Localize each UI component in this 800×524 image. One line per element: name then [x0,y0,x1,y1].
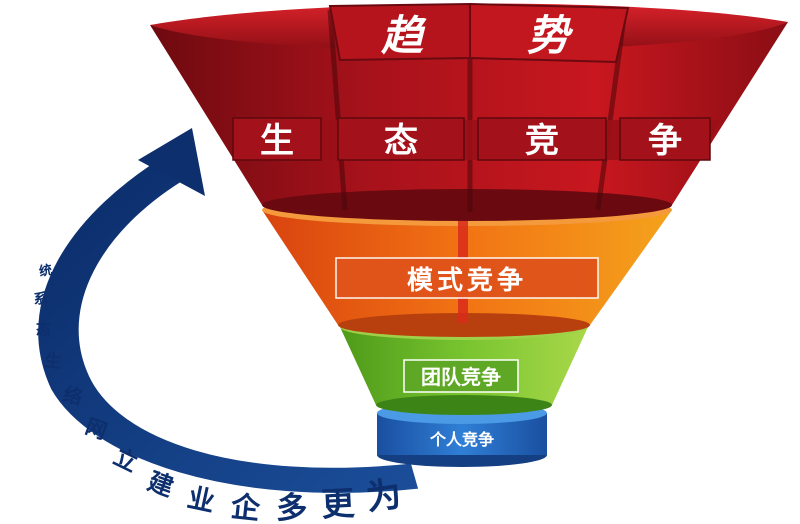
arrow-char-11: 多 [276,490,308,524]
arrow-head [138,128,205,196]
arrow-text: 统 系 态 生 络 网 立 建 业 企 多 更 为 [33,262,404,524]
arrow-char-3: 态 [36,320,51,338]
personal-label: 个人竞争 [429,430,494,449]
model-label-box [335,257,599,299]
arrow-char-9: 业 [185,483,218,519]
trend-char-2: 势 [527,11,574,60]
eco-char-2: 态 [384,121,418,161]
model-label: 模式竞争 [407,265,527,296]
arrow-char-4: 生 [43,350,62,373]
arrow-char-13: 为 [364,474,404,518]
arrow-band [35,147,422,496]
team-label: 团队竞争 [421,365,501,389]
arrow-char-1: 统 [38,262,54,280]
team-label-box [403,359,519,393]
arrow-char-10: 企 [229,489,262,524]
curved-arrow [35,128,422,496]
arrow-char-12: 更 [320,483,356,524]
ecosystem-tier [150,2,788,221]
trend-char-1: 趋 [380,11,427,60]
arrow-char-2: 系 [33,290,48,308]
eco-char-1: 生 [260,121,294,161]
eco-char-3: 竞 [525,121,559,161]
eco-char-4: 争 [648,121,682,161]
